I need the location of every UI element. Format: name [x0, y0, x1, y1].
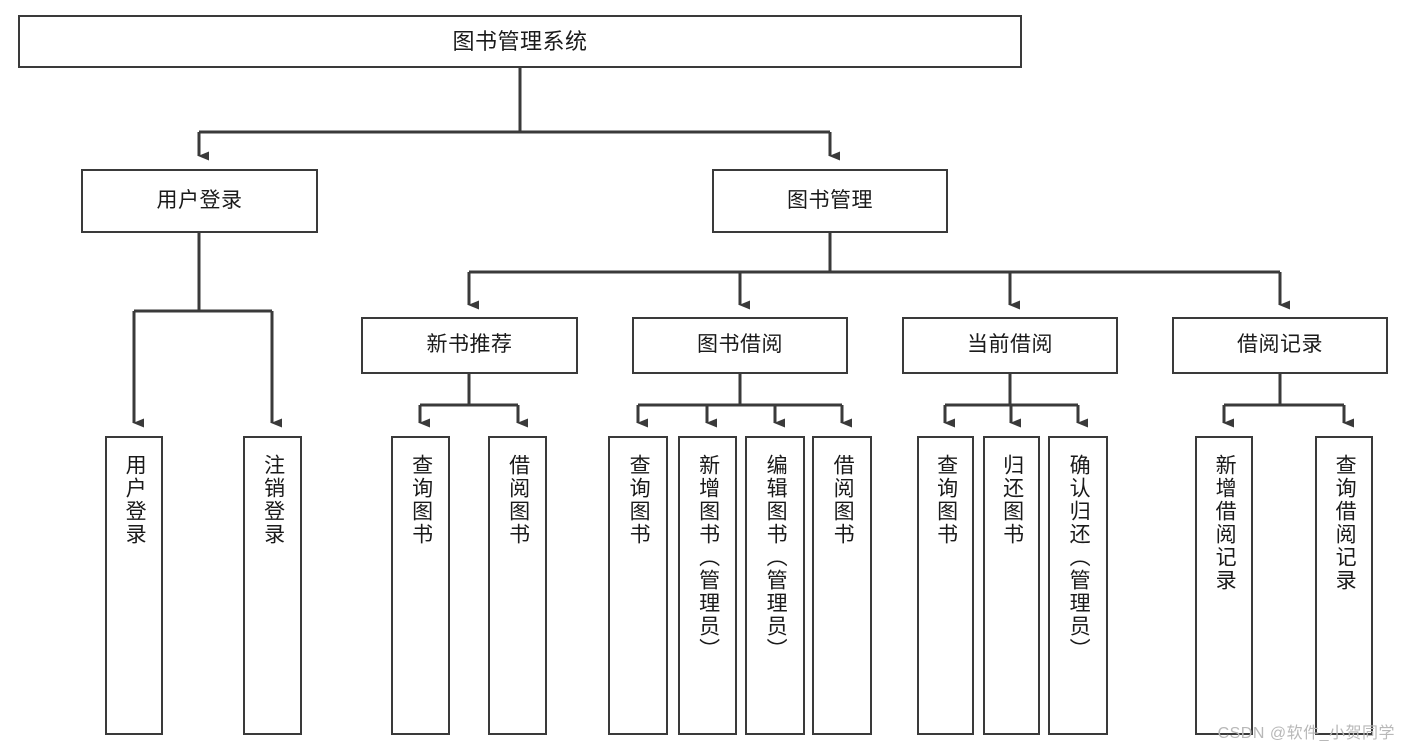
node-user-login-label: 用户登录	[156, 188, 243, 212]
node-user-login[interactable]: 用户登录	[81, 169, 318, 233]
node-leaf-borrow-book-1[interactable]: 借阅图书	[488, 436, 547, 735]
node-leaf-borrow-book-2-label: 借阅图书	[831, 454, 855, 546]
node-leaf-add-book-label: 新增图书（管理员）	[696, 454, 720, 661]
node-borrow-record-label: 借阅记录	[1237, 333, 1323, 357]
node-book-manage-label: 图书管理	[787, 188, 873, 212]
node-leaf-query-book-2[interactable]: 查询图书	[608, 436, 668, 735]
node-book-manage[interactable]: 图书管理	[712, 169, 948, 233]
node-leaf-confirm-return[interactable]: 确认归还（管理员）	[1048, 436, 1108, 735]
node-book-borrow[interactable]: 图书借阅	[632, 317, 848, 374]
node-leaf-return-book[interactable]: 归还图书	[983, 436, 1040, 735]
node-leaf-query-book-2-label: 查询图书	[627, 454, 651, 546]
node-leaf-edit-book[interactable]: 编辑图书（管理员）	[745, 436, 805, 735]
node-new-book-recommend[interactable]: 新书推荐	[361, 317, 578, 374]
node-leaf-user-login-label: 用户登录	[123, 454, 147, 546]
node-leaf-query-book-3-label: 查询图书	[934, 454, 958, 546]
node-leaf-add-book[interactable]: 新增图书（管理员）	[678, 436, 737, 735]
node-root[interactable]: 图书管理系统	[18, 15, 1022, 68]
node-leaf-query-record[interactable]: 查询借阅记录	[1315, 436, 1373, 735]
node-leaf-user-login[interactable]: 用户登录	[105, 436, 163, 735]
watermark: CSDN @软件_小贺同学	[1217, 725, 1395, 742]
node-leaf-query-book-1[interactable]: 查询图书	[391, 436, 450, 735]
node-root-label: 图书管理系统	[452, 28, 588, 54]
node-leaf-add-record-label: 新增借阅记录	[1213, 454, 1237, 592]
node-leaf-add-record[interactable]: 新增借阅记录	[1195, 436, 1253, 735]
node-leaf-query-book-1-label: 查询图书	[409, 454, 433, 546]
node-leaf-query-book-3[interactable]: 查询图书	[917, 436, 974, 735]
node-leaf-query-record-label: 查询借阅记录	[1333, 454, 1357, 592]
node-current-borrow-label: 当前借阅	[967, 333, 1053, 357]
node-new-book-recommend-label: 新书推荐	[426, 333, 513, 357]
node-current-borrow[interactable]: 当前借阅	[902, 317, 1118, 374]
node-borrow-record[interactable]: 借阅记录	[1172, 317, 1388, 374]
node-leaf-borrow-book-2[interactable]: 借阅图书	[812, 436, 872, 735]
node-leaf-return-book-label: 归还图书	[1000, 454, 1024, 546]
node-leaf-user-logout[interactable]: 注销登录	[243, 436, 302, 735]
node-book-borrow-label: 图书借阅	[697, 333, 783, 357]
node-leaf-borrow-book-1-label: 借阅图书	[506, 454, 530, 546]
node-leaf-confirm-return-label: 确认归还（管理员）	[1067, 454, 1091, 661]
node-leaf-user-logout-label: 注销登录	[261, 454, 285, 546]
node-leaf-edit-book-label: 编辑图书（管理员）	[764, 454, 788, 661]
